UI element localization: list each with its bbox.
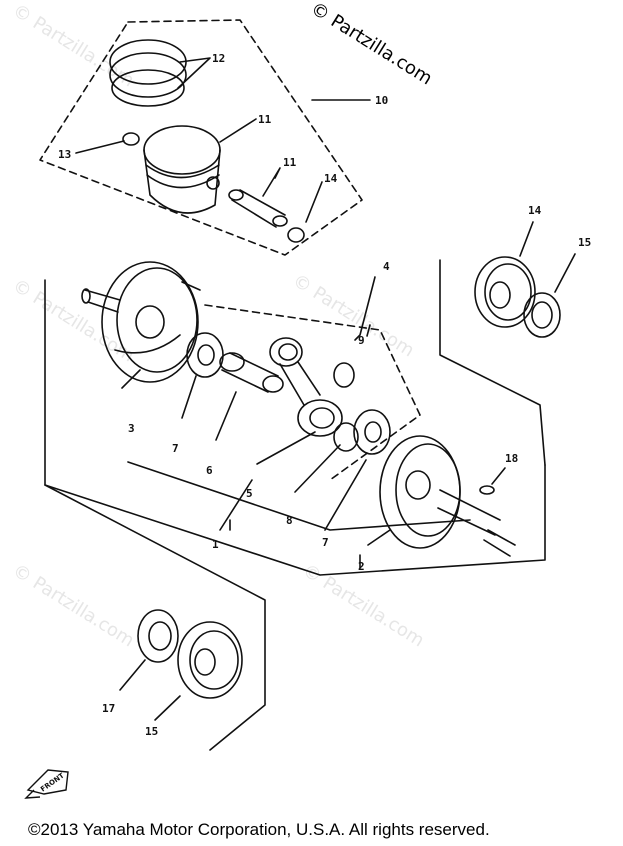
washer-right-inner <box>364 421 382 443</box>
callout-15-upper: 14 <box>528 204 542 217</box>
callout-8: 8 <box>286 514 293 527</box>
callout-5: 5 <box>246 487 253 500</box>
callout-14: 13 <box>58 148 71 161</box>
oil-seal-lower <box>137 609 179 663</box>
front-marker-icon: FRONT <box>24 769 69 799</box>
callout-9: 9 <box>358 334 365 347</box>
crank-assembly-bracket-inner <box>127 461 471 531</box>
piston-rings <box>109 39 187 107</box>
bearing-set-bracket-upper <box>439 259 546 466</box>
connecting-rod <box>269 337 343 437</box>
oil-seal-upper <box>523 292 561 338</box>
callout-7-right: 7 <box>322 536 329 549</box>
piston-pin <box>228 189 288 228</box>
washer-left-inner <box>197 344 215 366</box>
crank-right-half <box>379 435 516 557</box>
piston <box>143 125 221 214</box>
washer-left <box>186 332 224 378</box>
callout-10: 10 <box>375 94 388 107</box>
callout-6: 6 <box>206 464 213 477</box>
callout-7-left: 7 <box>172 442 179 455</box>
callout-1: 1 <box>212 538 219 551</box>
circlip-left <box>122 132 140 146</box>
circlip-right <box>287 227 305 243</box>
callout-3: 3 <box>128 422 135 435</box>
crank-assembly-bracket <box>44 279 546 576</box>
piston-kit-outline <box>39 19 363 256</box>
bearing-lower <box>177 621 243 699</box>
washer-right <box>353 409 391 455</box>
callout-16: 15 <box>578 236 591 249</box>
callout-11: 11 <box>258 113 272 126</box>
callout-18: 18 <box>505 452 518 465</box>
copyright-notice: ©2013 Yamaha Motor Corporation, U.S.A. A… <box>28 820 490 839</box>
callout-14-right: 14 <box>324 172 338 185</box>
callout-15-lower: 15 <box>145 725 158 738</box>
needle-bearing-big-end <box>333 422 359 452</box>
callout-13: 11 <box>283 156 297 169</box>
bearing-upper <box>474 256 536 328</box>
crank-pin <box>219 352 284 393</box>
needle-bearing-small-end <box>333 362 355 388</box>
crank-left-half <box>81 261 201 383</box>
callout-12: 12 <box>212 52 225 65</box>
callout-17: 17 <box>102 702 115 715</box>
callout-4: 4 <box>383 260 390 273</box>
bearing-set-bracket-lower <box>44 484 266 751</box>
callout-2: 2 <box>358 560 365 573</box>
conrod-outline <box>204 304 421 481</box>
woodruff-key <box>479 485 495 495</box>
